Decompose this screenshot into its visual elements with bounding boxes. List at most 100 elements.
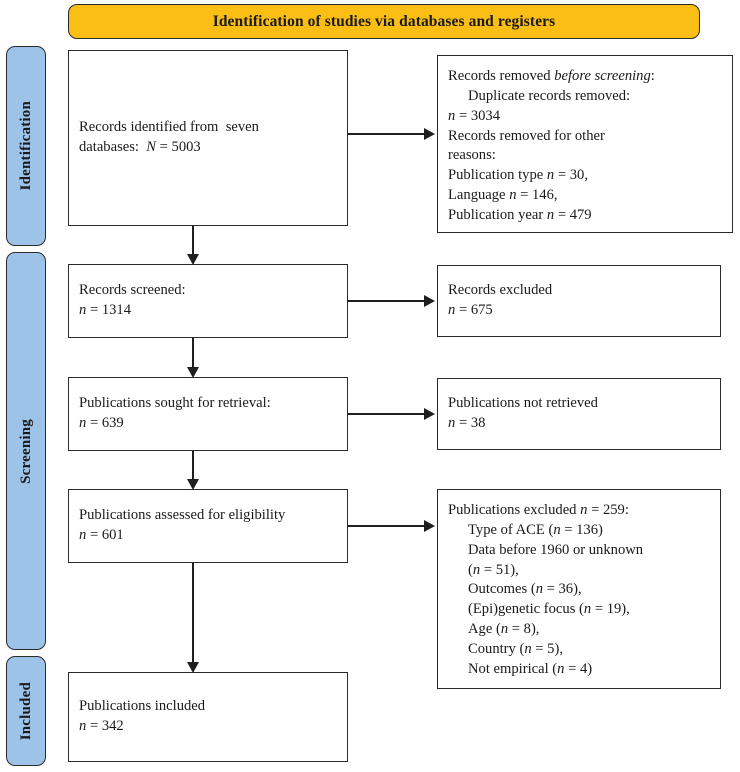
arrowhead-right-icon-3 <box>424 407 435 420</box>
phase-banner-identification: Identification of studies via databases … <box>68 4 700 39</box>
publication-year-prefix: Publication year <box>448 206 547 223</box>
arrowhead-right-icon-1 <box>424 127 435 140</box>
publications-excluded-heading: Publications excluded n = 259: <box>448 501 710 521</box>
box-publications-sought: Publications sought for retrieval: n = 6… <box>68 377 348 451</box>
publication-type-value: = 30, <box>554 167 588 184</box>
publications-sought-symbol: n <box>79 415 87 431</box>
publication-type-prefix: Publication type <box>448 167 547 184</box>
records-identified-line-2: databases: N = 5003 <box>79 138 337 158</box>
records-removed-other-line-1: Records removed for other <box>448 127 605 144</box>
reason-5-symbol: n <box>500 621 509 638</box>
publications-assessed-label: Publications assessed for eligibility <box>79 507 286 524</box>
excluded-reason-not-empirical: Not empirical (n = 4) <box>448 660 710 680</box>
excluded-reason-data-before-1960: Data before 1960 or unknown <box>448 541 710 561</box>
publications-included-symbol: n <box>79 718 87 734</box>
publications-not-retrieved-symbol: n <box>448 415 456 431</box>
reason-5-value: = 8), <box>508 621 540 638</box>
publications-excluded-heading-symbol: n <box>580 502 588 518</box>
records-removed-item-publication-type: Publication type n = 30, <box>448 166 722 186</box>
reason-7-symbol: n <box>557 660 565 677</box>
publications-not-retrieved-count: n = 38 <box>448 414 710 434</box>
language-symbol: n <box>509 187 517 204</box>
records-removed-heading-suffix: : <box>650 68 655 84</box>
records-screened-count: n = 1314 <box>79 301 337 321</box>
reason-7-value: = 4) <box>564 660 593 677</box>
reason-3-prefix: Outcomes ( <box>468 581 536 598</box>
excluded-reason-country: Country (n = 5), <box>448 640 710 660</box>
records-removed-item-language: Language n = 146, <box>448 186 722 206</box>
records-screened-value: = 1314 <box>86 302 132 318</box>
excluded-reason-epigenetic-focus: (Epi)genetic focus (n = 19), <box>448 600 710 620</box>
reason-4-value: = 19), <box>591 601 630 618</box>
records-removed-item-publication-year: Publication year n = 479 <box>448 206 722 226</box>
publication-year-symbol: n <box>546 206 555 223</box>
box-publications-assessed: Publications assessed for eligibility n … <box>68 489 348 563</box>
box-publications-included: Publications included n = 342 <box>68 672 348 762</box>
publications-assessed-symbol: n <box>79 527 87 543</box>
reason-6-value: = 5), <box>531 640 563 657</box>
excluded-reason-age: Age (n = 8), <box>448 620 710 640</box>
reason-3-value: = 36), <box>542 581 582 598</box>
records-removed-other-line-2: reasons: <box>448 147 496 164</box>
connector-identified-to-screened <box>192 226 195 256</box>
phase-banner-label: Identification of studies via databases … <box>212 12 556 30</box>
connector-screened-to-excluded <box>348 300 426 303</box>
reason-4-symbol: n <box>583 601 592 618</box>
records-removed-heading: Records removed before screening: <box>448 67 722 87</box>
arrowhead-right-icon-4 <box>424 519 435 532</box>
records-identified-symbol: N <box>146 139 157 155</box>
publications-assessed-value: = 601 <box>86 527 124 543</box>
records-removed-duplicate-symbol: n <box>448 107 456 124</box>
reason-1-prefix: Data before 1960 or unknown <box>468 541 644 558</box>
reason-2-prefix: ( <box>468 561 473 578</box>
language-value: = 146, <box>516 187 558 204</box>
box-records-excluded: Records excluded n = 675 <box>437 265 721 337</box>
stage-rail-identification: Identification <box>6 46 46 246</box>
connector-sought-to-not-retrieved <box>348 413 426 416</box>
publications-assessed-count: n = 601 <box>79 526 337 546</box>
connector-assessed-to-publications-excluded <box>348 525 426 528</box>
records-removed-heading-prefix: Records removed <box>448 68 555 84</box>
publications-excluded-heading-value: = 259: <box>587 502 629 518</box>
records-screened-label: Records screened: <box>79 282 186 299</box>
stage-rail-label-screening: Screening <box>17 418 34 484</box>
reason-2-symbol: n <box>472 561 481 578</box>
arrowhead-down-icon-4 <box>186 662 199 673</box>
publications-included-count: n = 342 <box>79 717 337 737</box>
reason-6-symbol: n <box>524 640 532 657</box>
publications-included-value: = 342 <box>86 718 124 734</box>
publications-sought-label: Publications sought for retrieval: <box>79 395 271 412</box>
publications-not-retrieved-value: = 38 <box>455 415 486 431</box>
excluded-reason-type-of-ace: Type of ACE (n = 136) <box>448 521 710 541</box>
excluded-reason-outcomes: Outcomes (n = 36), <box>448 580 710 600</box>
records-removed-item-duplicate-label: Duplicate records removed: <box>468 87 631 104</box>
connector-assessed-to-included <box>192 563 195 664</box>
records-excluded-count: n = 675 <box>448 301 710 321</box>
records-removed-item-duplicate-count: n = 3034 <box>448 107 722 127</box>
arrowhead-down-icon-2 <box>186 367 199 378</box>
records-removed-duplicate-value: = 3034 <box>455 107 501 124</box>
connector-identified-to-removed <box>348 133 426 136</box>
publications-sought-value: = 639 <box>86 415 124 431</box>
arrowhead-right-icon-2 <box>424 294 435 307</box>
arrowhead-down-icon-1 <box>186 254 199 265</box>
records-excluded-label: Records excluded <box>448 282 553 299</box>
publication-type-symbol: n <box>546 167 555 184</box>
reason-4-prefix: (Epi)genetic focus ( <box>468 601 584 618</box>
box-publications-excluded: Publications excluded n = 259: Type of A… <box>437 489 721 689</box>
records-excluded-symbol: n <box>448 302 456 318</box>
box-records-removed-before-screening: Records removed before screening: Duplic… <box>437 55 733 233</box>
reason-7-prefix: Not empirical ( <box>468 660 558 677</box>
reason-5-prefix: Age ( <box>468 621 501 638</box>
stage-rail-screening: Screening <box>6 252 46 650</box>
records-screened-symbol: n <box>79 302 87 318</box>
language-prefix: Language <box>448 187 510 204</box>
stage-rail-label-included: Included <box>17 681 34 741</box>
records-identified-line-1: Records identified from seven <box>79 119 259 136</box>
arrowhead-down-icon-3 <box>186 479 199 490</box>
records-removed-heading-italic: before screening <box>554 68 651 84</box>
publication-year-value: = 479 <box>554 206 592 223</box>
reason-6-prefix: Country ( <box>468 640 525 657</box>
reason-0-symbol: n <box>553 521 561 538</box>
